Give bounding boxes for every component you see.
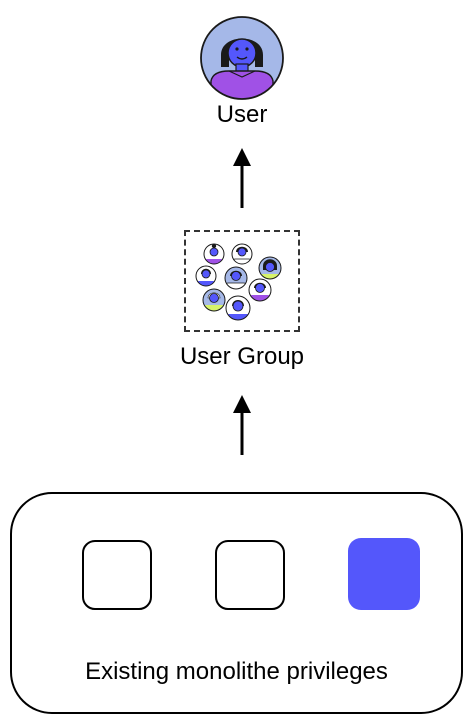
user-group-box xyxy=(184,230,300,332)
privileges-label: Existing monolithe privileges xyxy=(85,658,388,685)
user-avatar-icon xyxy=(200,16,284,100)
privilege-square-empty xyxy=(215,540,285,610)
user-label: User xyxy=(216,101,268,128)
user-group-label: User Group xyxy=(179,343,305,370)
privileges-container xyxy=(10,492,463,714)
privilege-square-empty xyxy=(82,540,152,610)
arrow-up-icon xyxy=(233,148,251,208)
arrow-up-icon xyxy=(233,395,251,455)
privilege-square-filled xyxy=(348,538,420,610)
user-group-icon xyxy=(195,243,282,321)
